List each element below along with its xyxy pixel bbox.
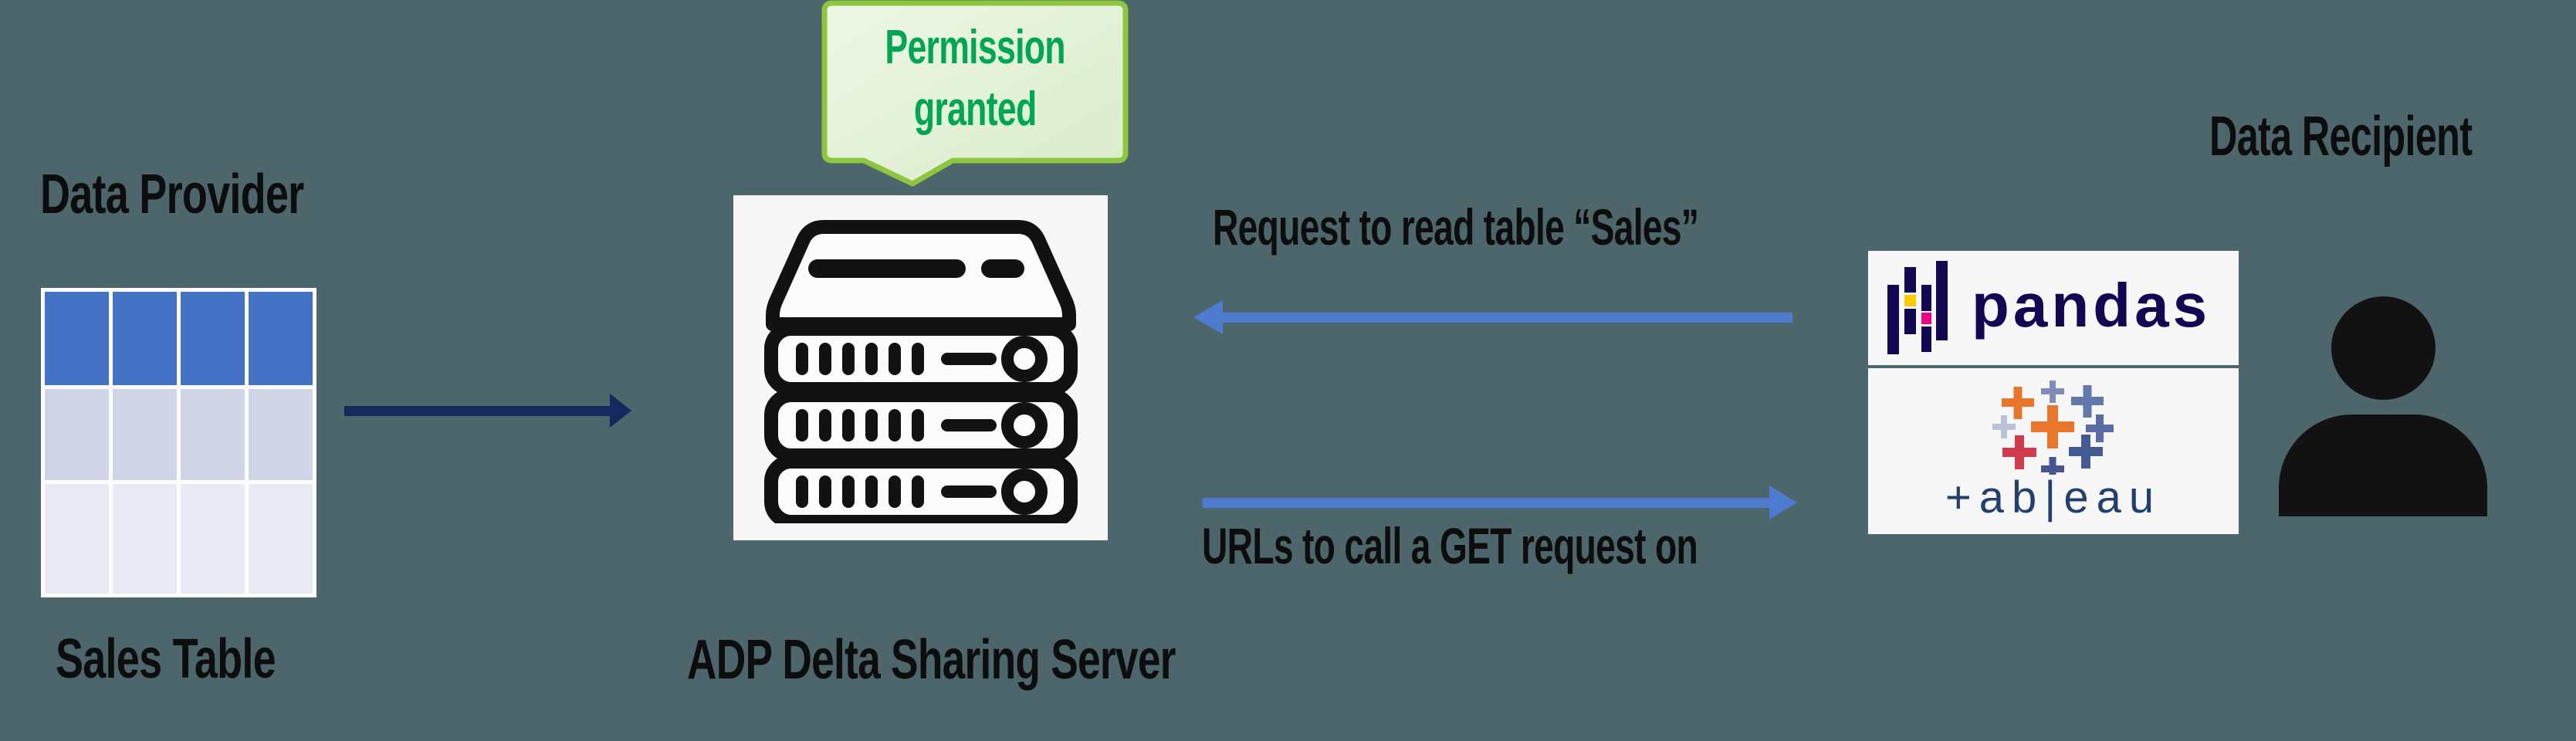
data-recipient-text: Data Recipient bbox=[2209, 106, 2473, 167]
tableau-logo: +ab|eau bbox=[1868, 368, 2239, 534]
request-message-text: Request to read table “Sales” bbox=[1213, 198, 1699, 255]
provider-to-server-arrow bbox=[344, 394, 631, 428]
pandas-logo: pandas bbox=[1868, 251, 2239, 365]
pandas-wordmark: pandas bbox=[1972, 271, 2212, 340]
urls-arrow bbox=[1203, 486, 1797, 519]
sales-table-text: Sales Table bbox=[56, 628, 276, 690]
table-cell bbox=[113, 292, 177, 385]
bubble-line1: Permission bbox=[885, 21, 1065, 74]
table-cell bbox=[181, 484, 245, 594]
server-label: ADP Delta Sharing Server bbox=[687, 631, 1347, 689]
table-cell bbox=[45, 292, 109, 385]
pandas-icon bbox=[1887, 261, 1948, 354]
tableau-wordmark-text: +ab|eau bbox=[1945, 472, 2162, 523]
server-text: ADP Delta Sharing Server bbox=[687, 629, 1176, 691]
table-cell bbox=[113, 389, 177, 480]
table-cell bbox=[113, 484, 177, 594]
table-cell bbox=[45, 484, 109, 594]
data-provider-text: Data Provider bbox=[40, 164, 304, 225]
server-icon bbox=[763, 219, 1078, 523]
data-recipient-label: Data Recipient bbox=[2209, 107, 2576, 166]
server-box bbox=[733, 195, 1108, 540]
sales-table-graphic bbox=[41, 288, 316, 597]
request-message-label: Request to read table “Sales” bbox=[1213, 200, 1907, 254]
table-cell bbox=[249, 389, 313, 480]
urls-message-label: URLs to call a GET request on bbox=[1202, 519, 1910, 573]
person-icon-body bbox=[2279, 414, 2487, 516]
table-cell bbox=[249, 292, 313, 385]
bubble-line2: granted bbox=[913, 83, 1037, 136]
sales-table-label: Sales Table bbox=[56, 630, 349, 689]
permission-bubble bbox=[821, 0, 1129, 187]
tableau-icon bbox=[1992, 381, 2114, 475]
table-cell bbox=[249, 484, 313, 594]
person-icon-head bbox=[2331, 296, 2436, 400]
sales-table-grid bbox=[45, 292, 313, 594]
data-provider-label: Data Provider bbox=[40, 165, 391, 224]
table-cell bbox=[181, 389, 245, 480]
permission-bubble-label: Permission granted bbox=[820, 17, 1130, 140]
request-arrow bbox=[1193, 300, 1792, 334]
urls-message-text: URLs to call a GET request on bbox=[1202, 517, 1698, 574]
tableau-wordmark: +ab|eau bbox=[1945, 475, 2161, 521]
table-cell bbox=[45, 389, 109, 480]
table-cell bbox=[181, 292, 245, 385]
